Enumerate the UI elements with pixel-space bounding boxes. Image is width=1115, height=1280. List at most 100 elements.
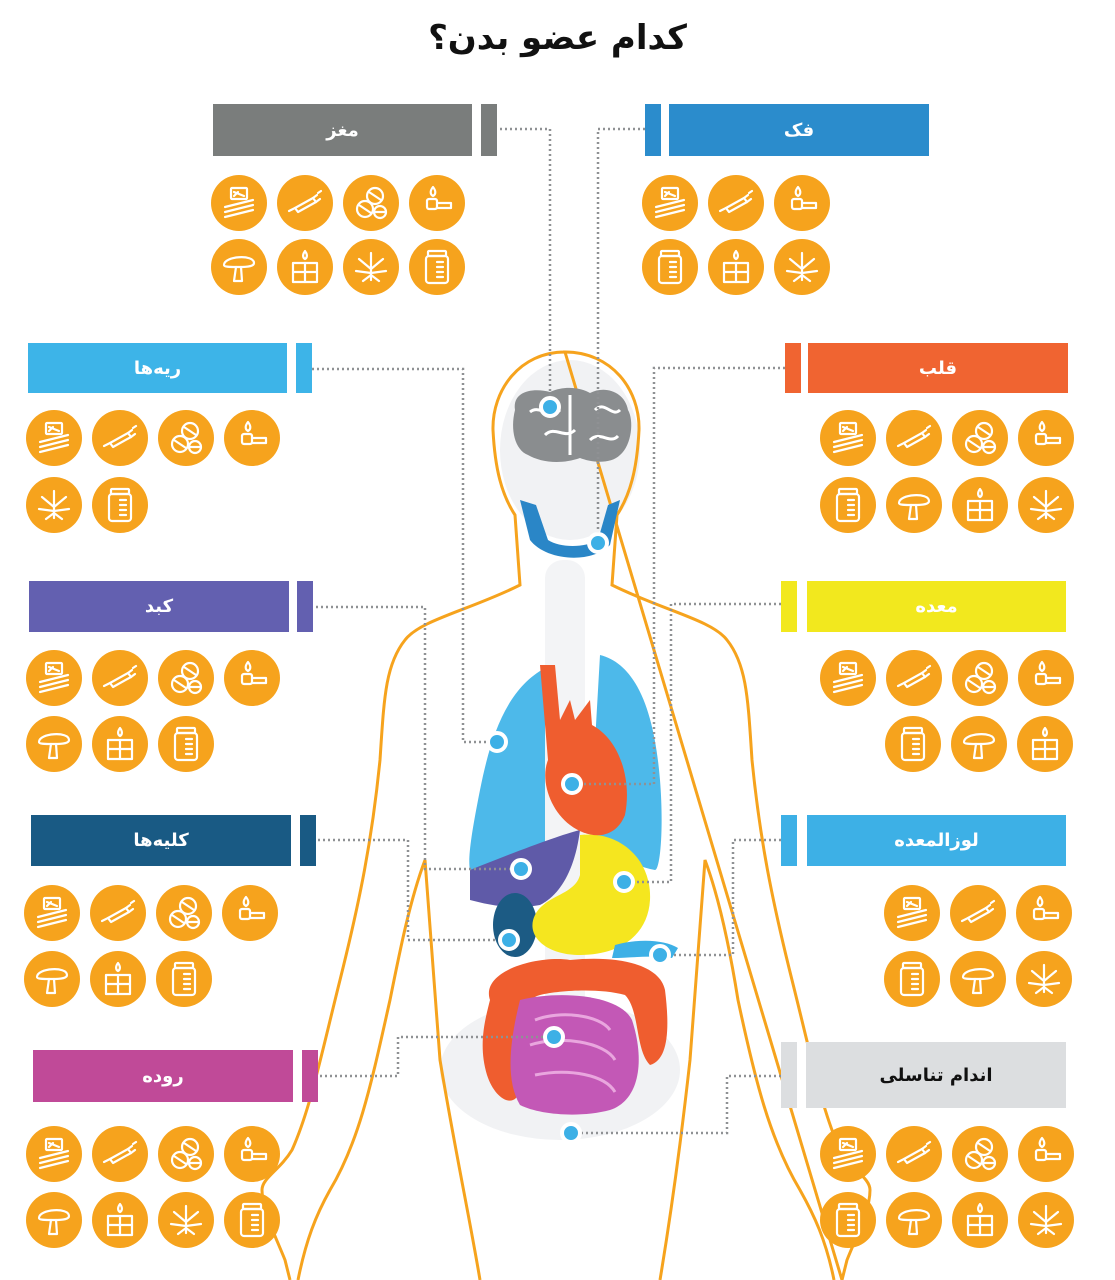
cigarettes-icon	[24, 885, 80, 941]
cannabis-icon	[343, 239, 399, 295]
organ-label-kidneys: کلیه‌ها	[31, 815, 291, 866]
organ-label-bar-jaw: فک	[645, 104, 929, 156]
organ-label-bar-brain: مغز	[213, 104, 497, 156]
mushroom-icon	[211, 239, 267, 295]
connector-lines	[312, 127, 785, 1135]
cannabis-icon	[1018, 477, 1074, 533]
organ-label-intestine: روده	[33, 1050, 293, 1102]
jar-icon	[92, 477, 148, 533]
organ-label-heart: قلب	[808, 343, 1068, 393]
heart-shape	[540, 665, 627, 836]
organ-label-tab	[296, 343, 312, 393]
jar-icon	[642, 239, 698, 295]
jar-icon	[820, 1192, 876, 1248]
mushroom-icon	[886, 1192, 942, 1248]
organ-label-bar-genitals: اندام تناسلی	[781, 1042, 1066, 1108]
cigarettes-icon	[26, 410, 82, 466]
syringe-icon	[277, 175, 333, 231]
organ-label-tab	[297, 581, 313, 632]
cannabis-icon	[774, 239, 830, 295]
organ-label-brain: مغز	[213, 104, 472, 156]
organ-label-bar-liver: کبد	[29, 581, 313, 632]
lighter-pipe-icon	[224, 650, 280, 706]
candle-box-icon	[1017, 716, 1073, 772]
pills-icon	[343, 175, 399, 231]
lighter-pipe-icon	[774, 175, 830, 231]
syringe-icon	[886, 410, 942, 466]
pills-icon	[952, 410, 1008, 466]
jar-icon	[884, 951, 940, 1007]
syringe-icon	[92, 650, 148, 706]
jar-icon	[820, 477, 876, 533]
mushroom-icon	[26, 1192, 82, 1248]
syringe-icon	[708, 175, 764, 231]
organ-label-tab	[785, 343, 801, 393]
cannabis-icon	[158, 1192, 214, 1248]
cigarettes-icon	[884, 885, 940, 941]
organ-label-bar-kidneys: کلیه‌ها	[31, 815, 316, 866]
organ-label-jaw: فک	[669, 104, 929, 156]
organ-label-tab	[481, 104, 497, 156]
organ-label-bar-intestine: روده	[33, 1050, 318, 1102]
organ-label-tab	[781, 815, 797, 866]
syringe-icon	[90, 885, 146, 941]
mushroom-icon	[950, 951, 1006, 1007]
page-title: کدام عضو بدن؟	[428, 18, 687, 58]
pills-icon	[156, 885, 212, 941]
organ-label-tab	[645, 104, 661, 156]
lighter-pipe-icon	[224, 1126, 280, 1182]
syringe-icon	[950, 885, 1006, 941]
lighter-pipe-icon	[1018, 1126, 1074, 1182]
candle-box-icon	[952, 1192, 1008, 1248]
cigarettes-icon	[26, 1126, 82, 1182]
stomach-shape	[532, 834, 651, 955]
jar-icon	[156, 951, 212, 1007]
cigarettes-icon	[820, 1126, 876, 1182]
candle-box-icon	[277, 239, 333, 295]
jar-icon	[158, 716, 214, 772]
lighter-pipe-icon	[224, 410, 280, 466]
syringe-icon	[92, 410, 148, 466]
cigarettes-icon	[642, 175, 698, 231]
large-intestine-shape	[482, 958, 668, 1101]
mushroom-icon	[24, 951, 80, 1007]
cigarettes-icon	[26, 650, 82, 706]
organ-label-tab	[781, 1042, 797, 1108]
jar-icon	[224, 1192, 280, 1248]
lighter-pipe-icon	[1018, 650, 1074, 706]
candle-box-icon	[90, 951, 146, 1007]
candle-box-icon	[92, 716, 148, 772]
syringe-icon	[886, 650, 942, 706]
body-outline	[260, 350, 872, 1280]
cannabis-icon	[1018, 1192, 1074, 1248]
organ-label-tab	[781, 581, 797, 632]
mushroom-icon	[26, 716, 82, 772]
syringe-icon	[92, 1126, 148, 1182]
mushroom-icon	[886, 477, 942, 533]
lighter-pipe-icon	[222, 885, 278, 941]
cigarettes-icon	[211, 175, 267, 231]
organ-label-tab	[302, 1050, 318, 1102]
organ-label-stomach: معده	[807, 581, 1066, 632]
pills-icon	[158, 410, 214, 466]
pills-icon	[952, 1126, 1008, 1182]
candle-box-icon	[952, 477, 1008, 533]
small-intestine-shape	[510, 995, 639, 1115]
organ-label-bar-heart: قلب	[785, 343, 1068, 393]
organ-label-bar-pancreas: لوزالمعده	[781, 815, 1066, 866]
candle-box-icon	[92, 1192, 148, 1248]
pills-icon	[158, 1126, 214, 1182]
lighter-pipe-icon	[1016, 885, 1072, 941]
intestine-folds	[529, 1013, 617, 1093]
mushroom-icon	[951, 716, 1007, 772]
candle-box-icon	[708, 239, 764, 295]
organ-label-lungs: ریه‌ها	[28, 343, 287, 393]
jar-icon	[409, 239, 465, 295]
cigarettes-icon	[820, 410, 876, 466]
lighter-pipe-icon	[1018, 410, 1074, 466]
organ-dots	[486, 396, 671, 1144]
organ-label-bar-lungs: ریه‌ها	[28, 343, 312, 393]
pills-icon	[158, 650, 214, 706]
